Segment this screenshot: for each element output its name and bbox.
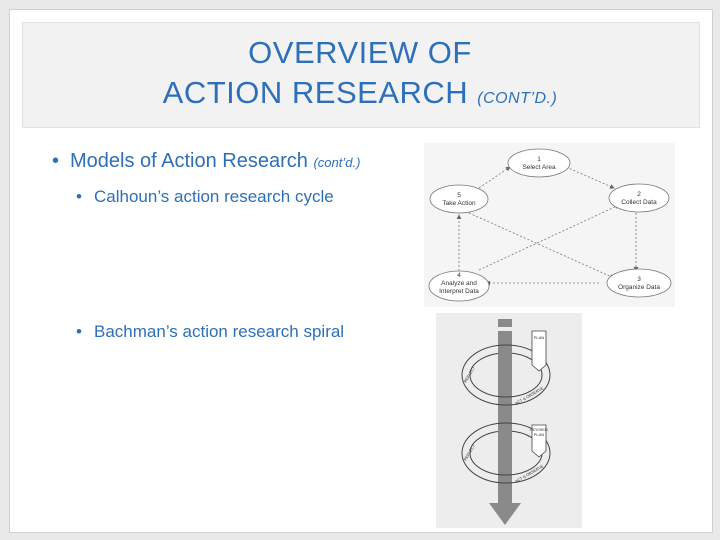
- bullet-models-text: Models of Action Research: [70, 150, 308, 172]
- node-4-label-2: Interpret Data: [439, 288, 479, 295]
- slide-title: OVERVIEW OF ACTION RESEARCH (CONT’D.): [20, 33, 700, 119]
- bullet-calhoun: • Calhoun’s action research cycle: [76, 187, 334, 207]
- arrow-top-block: [498, 319, 512, 327]
- node-4: [428, 270, 490, 302]
- arrow-head-icon: [489, 503, 521, 525]
- reflect-label-1: REFLECT: [463, 365, 477, 384]
- arrow-5-1: [478, 166, 511, 189]
- title-suffix: (CONT’D.): [477, 90, 558, 107]
- title-main: ACTION RESEARCH: [162, 75, 469, 110]
- bachman-spiral-figure: PLAN REVISED PLAN REFLECT ACT & OBSERVE …: [436, 313, 582, 528]
- node-3: [606, 268, 672, 298]
- node-5-num: 5: [457, 192, 461, 199]
- bullet-dot-icon: •: [52, 150, 60, 172]
- spiral-loop-1: [461, 344, 551, 406]
- bullet-bachman: • Bachman’s action research spiral: [76, 322, 344, 342]
- arrow-5-3: [468, 212, 615, 279]
- revised-plan-tab: [531, 424, 547, 458]
- spiral-loop-2: [461, 422, 551, 484]
- arrow-1-2: [565, 166, 615, 189]
- plan-label: PLAN: [534, 335, 545, 340]
- cycle-diagram-svg: 1 Select Area 2 Collect Data 3 Organize …: [428, 148, 672, 302]
- node-1-num: 1: [537, 156, 541, 163]
- node-3-label: Organize Data: [618, 284, 660, 291]
- node-2: [608, 183, 670, 213]
- node-5: [429, 184, 489, 214]
- plan-tab: [531, 330, 547, 372]
- title-line-2: ACTION RESEARCH (CONT’D.): [20, 73, 700, 119]
- bullet-dot-icon: •: [76, 187, 82, 206]
- node-2-num: 2: [637, 191, 641, 198]
- node-4-num: 4: [457, 272, 461, 279]
- title-line-1: OVERVIEW OF: [248, 35, 472, 70]
- node-4-label: Analyze and: [441, 280, 477, 287]
- spiral-diagram-svg: PLAN REVISED PLAN REFLECT ACT & OBSERVE …: [461, 319, 551, 525]
- bullet-calhoun-text: Calhoun’s action research cycle: [94, 187, 334, 206]
- title-band: [22, 22, 700, 128]
- reflect-label-2: REFLECT: [463, 443, 477, 462]
- node-5-label: Take Action: [442, 200, 476, 207]
- node-1-label: Select Area: [522, 164, 556, 171]
- node-3-num: 3: [637, 276, 641, 283]
- bullet-models-suffix: (cont’d.): [313, 155, 361, 170]
- revised-plan-label: REVISED: [530, 427, 548, 432]
- node-1: [507, 148, 571, 178]
- calhoun-cycle-figure: 1 Select Area 2 Collect Data 3 Organize …: [424, 143, 675, 307]
- bullet-bachman-text: Bachman’s action research spiral: [94, 322, 345, 341]
- revised-plan-label-2: PLAN: [534, 432, 545, 437]
- bullet-dot-icon: •: [76, 322, 82, 341]
- arrow-shaft: [498, 331, 512, 503]
- node-2-label: Collect Data: [621, 199, 657, 206]
- bullet-models: • Models of Action Research (cont’d.): [52, 150, 360, 173]
- arrow-4-2: [478, 204, 620, 271]
